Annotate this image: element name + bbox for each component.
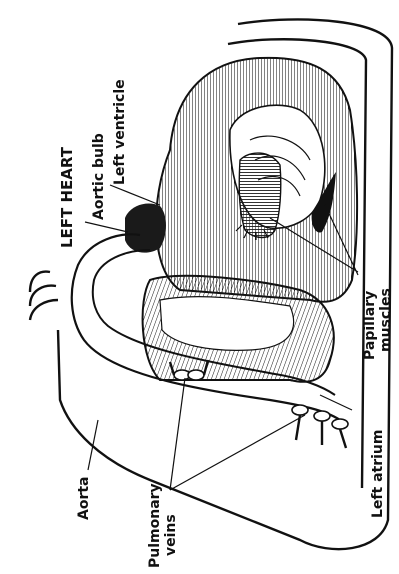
papillary-muscle-shape (239, 153, 281, 237)
leader-aorta (88, 420, 98, 470)
label-left-atrium: Left atrium (370, 430, 386, 518)
label-pulmonary-line1: Pulmonary (147, 483, 163, 568)
leader-left-atrium (320, 395, 352, 410)
leader-left-ventricle (110, 185, 160, 205)
aortic-bulb-shape (125, 203, 166, 252)
label-aortic-bulb: Aortic bulb (91, 133, 107, 220)
label-title: LEFT HEART (58, 146, 76, 248)
label-left-ventricle: Left ventricle (112, 79, 128, 185)
leader-pulmonary-2 (170, 415, 305, 490)
aortic-branches (30, 272, 58, 320)
label-papillary-line2: muscles (378, 288, 394, 352)
leader-pulmonary-1 (170, 378, 185, 490)
label-aorta: Aorta (76, 477, 92, 521)
label-papillary-line1: Papillary (362, 291, 378, 360)
leader-aortic-bulb (85, 222, 128, 232)
label-pulmonary-line2: veins (163, 514, 179, 556)
atrium-light-band (160, 297, 294, 351)
